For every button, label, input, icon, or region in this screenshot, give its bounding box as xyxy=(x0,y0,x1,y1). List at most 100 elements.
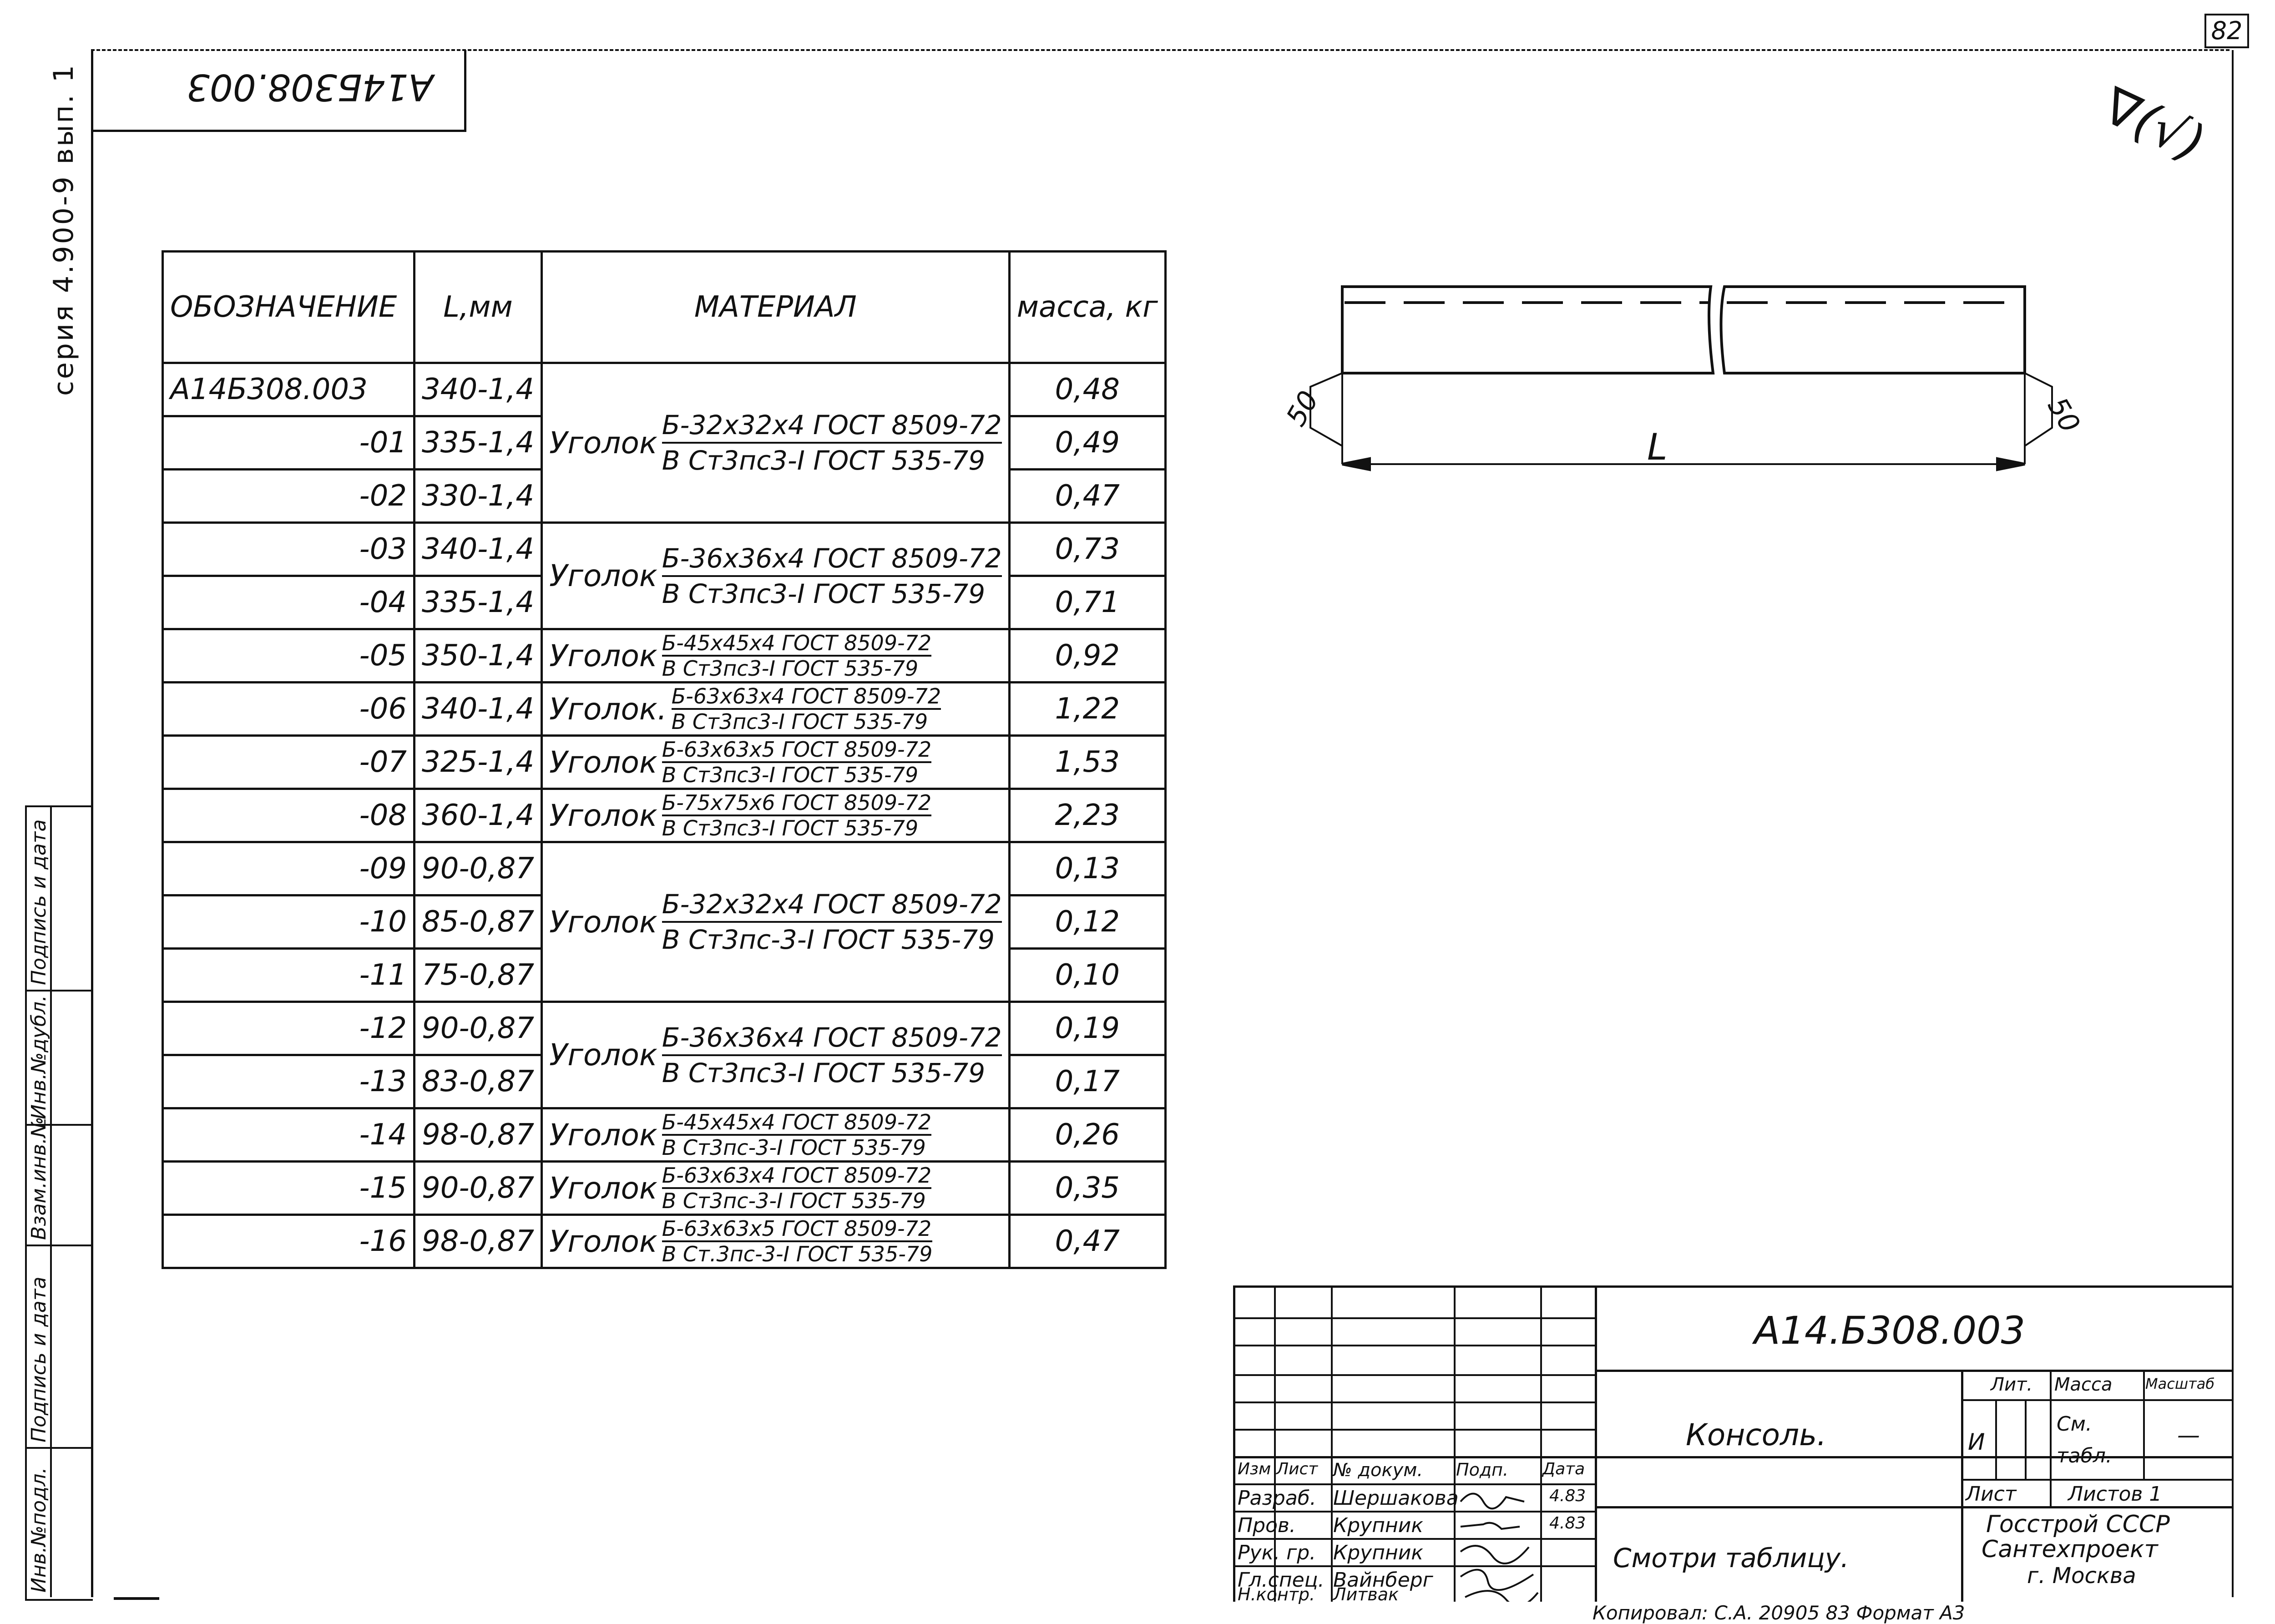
material-name: Уголок xyxy=(549,798,657,833)
cell-mass: 0,71 xyxy=(1008,575,1167,630)
spec-table: ОБОЗНАЧЕНИЕ L,мм МАТЕРИАЛ масса, кг А14Б… xyxy=(162,250,1167,1269)
side-stamp-label: Инв.№подл. xyxy=(27,1467,51,1593)
material-profile: Б-63х63х4 ГОСТ 8509-72 xyxy=(662,1164,932,1189)
material-name: Уголок xyxy=(549,1224,657,1259)
material-name: Уголок xyxy=(549,425,657,460)
tb-mass-value: См. табл. xyxy=(2057,1412,2112,1467)
cell-designation: -15 xyxy=(162,1160,415,1216)
cell-length: 98-0,87 xyxy=(413,1214,543,1269)
material-steel: В Ст3пс3-I ГОСТ 535-79 xyxy=(662,445,986,476)
signature-scribble xyxy=(1460,1492,1525,1510)
material-steel: В Ст3пс3-I ГОСТ 535-79 xyxy=(662,816,919,840)
side-stamp-label: Подпись и дата xyxy=(27,819,51,985)
cell-designation: -11 xyxy=(162,947,415,1003)
sheet-number: 82 xyxy=(2204,14,2249,48)
cell-length: 325-1,4 xyxy=(413,734,543,790)
signature-scribble xyxy=(1460,1545,1530,1564)
signature-scribble xyxy=(1465,1590,1539,1602)
cell-mass: 0,48 xyxy=(1008,362,1167,417)
material-profile: Б-36х36х4 ГОСТ 8509-72 xyxy=(662,1021,1002,1056)
material-profile: Б-36х36х4 ГОСТ 8509-72 xyxy=(662,541,1002,577)
tb-header-sign: Подп. xyxy=(1456,1460,1509,1480)
material-profile: Б-75х75х6 ГОСТ 8509-72 xyxy=(662,791,932,816)
tb-part-name: Консоль. xyxy=(1686,1417,1827,1452)
cell-length: 340-1,4 xyxy=(413,362,543,417)
cell-designation: -06 xyxy=(162,681,415,737)
tb-header-date: Дата xyxy=(1542,1460,1585,1478)
material-steel: В Ст3пс-3-I ГОСТ 535-79 xyxy=(662,924,995,955)
part-outline xyxy=(1719,285,2026,374)
arrowhead xyxy=(1996,457,2025,471)
cell-length: 350-1,4 xyxy=(413,628,543,683)
table-row: -06 340-1,4 Уголок.Б-63х63х4 ГОСТ 8509-7… xyxy=(162,681,1167,737)
material-steel: В Ст3пс-3-I ГОСТ 535-79 xyxy=(662,1189,926,1213)
tb-org-3: г. Москва xyxy=(2027,1563,2136,1589)
material-name: Уголок xyxy=(549,904,657,940)
table-row: -01 335-1,4 0,49 xyxy=(162,415,1167,471)
cell-designation: -08 xyxy=(162,788,415,843)
frame-top-dashed xyxy=(91,49,2230,51)
cell-designation: -12 xyxy=(162,1001,415,1056)
tb-org-1: Госстрой СССР xyxy=(1986,1511,2170,1538)
cell-length: 340-1,4 xyxy=(413,521,543,577)
header-material: МАТЕРИАЛ xyxy=(541,250,1011,364)
tb-header-izm: Изм xyxy=(1238,1460,1271,1478)
cell-mass: 0,19 xyxy=(1008,1001,1167,1056)
cell-length: 75-0,87 xyxy=(413,947,543,1003)
cell-length: 335-1,4 xyxy=(413,575,543,630)
material-profile: Б-63х63х5 ГОСТ 8509-72 xyxy=(662,1217,933,1242)
part-outline xyxy=(1341,285,1715,374)
cell-length: 83-0,87 xyxy=(413,1054,543,1109)
material-name: Уголок xyxy=(549,1170,657,1206)
table-row: -13 83-0,87 0,17 xyxy=(162,1054,1167,1109)
side-stamp-divider xyxy=(25,1124,91,1126)
cell-mass: 0,35 xyxy=(1008,1160,1167,1216)
tb-person: Вайнберг xyxy=(1333,1568,1433,1592)
cell-designation: -03 xyxy=(162,521,415,577)
material-name: Уголок xyxy=(549,558,657,593)
tb-person: Литвак xyxy=(1333,1584,1399,1604)
cell-mass: 0,13 xyxy=(1008,841,1167,896)
cell-mass: 0,17 xyxy=(1008,1054,1167,1109)
tb-person: Крупник xyxy=(1333,1514,1423,1537)
material-profile: Б-32х32х4 ГОСТ 8509-72 xyxy=(662,408,1002,444)
tb-note: Смотри таблицу. xyxy=(1613,1543,1849,1573)
footer-copy: Копировал: С.А. 20905 83 Формат А3 xyxy=(1592,1602,1965,1624)
side-stamp xyxy=(25,805,93,1601)
cell-mass: 0,92 xyxy=(1008,628,1167,683)
cell-length: 90-0,87 xyxy=(413,1160,543,1216)
cell-mass: 0,26 xyxy=(1008,1107,1167,1163)
tb-org-2: Сантехпроект xyxy=(1982,1536,2158,1563)
side-stamp-inner-line xyxy=(50,805,52,1597)
part-drawing: L 50 50 xyxy=(1280,285,2086,471)
cell-mass: 2,23 xyxy=(1008,788,1167,843)
tb-lit-value: И xyxy=(1968,1429,1985,1455)
tb-sheet-label: Лист xyxy=(1966,1482,2017,1506)
cell-length: 98-0,87 xyxy=(413,1107,543,1163)
material-profile: Б-45х45х4 ГОСТ 8509-72 xyxy=(662,1110,932,1136)
tb-role: Н.контр. xyxy=(1238,1584,1315,1604)
angle-mark-right xyxy=(2024,372,2053,447)
cell-mass: 1,22 xyxy=(1008,681,1167,737)
series-label: серия 4.900-9 вып. 1 xyxy=(48,63,80,396)
cell-designation: -01 xyxy=(162,415,415,471)
signatures xyxy=(1460,1492,1539,1602)
cell-designation: -05 xyxy=(162,628,415,683)
